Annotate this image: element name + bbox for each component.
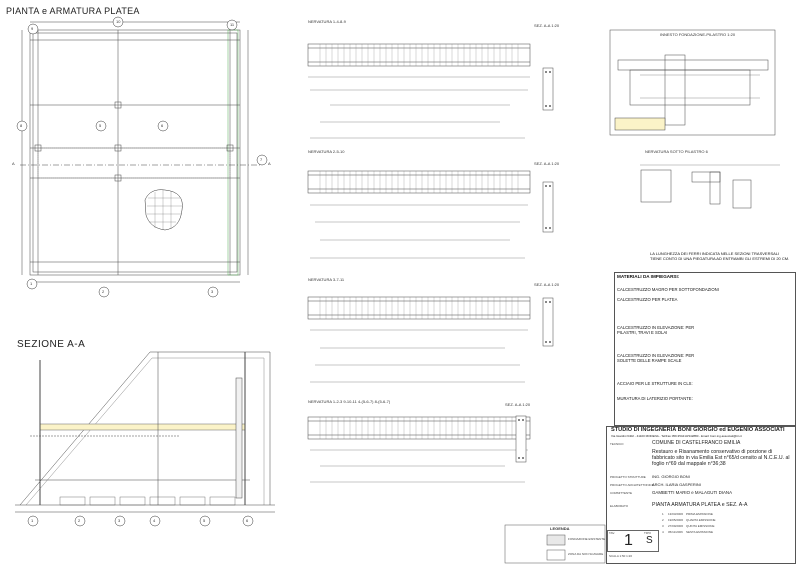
rib-section-2: SEZ. A-A 1:20	[534, 161, 560, 166]
section-bubble-2: 2	[78, 518, 81, 523]
tipo-label: TIPO	[644, 531, 652, 535]
plan-title: PIANTA e ARMATURA PLATEA	[6, 6, 140, 16]
section-title: SEZIONE A-A	[17, 339, 86, 350]
revision-3-desc: QUINTA EMISSIONE	[686, 524, 715, 528]
elaborato-label: ELABORATO	[610, 504, 629, 508]
tav-number: 1	[624, 532, 633, 549]
grid-label-8: 8	[20, 123, 23, 128]
material-item-2: CALCESTRUZZO PER PLATEA	[617, 297, 678, 302]
rib-title-1: NERVATURA 1-4-8-9	[308, 19, 346, 24]
section-bubble-3: 3	[118, 518, 121, 523]
revision-1-date: 13/03/2006	[668, 512, 684, 516]
grid-label-9: 9	[31, 26, 34, 31]
material-item-1: CALCESTRUZZO MAGRO PER SOTTOFONDAZIONI	[617, 287, 719, 292]
section-marker-right: A	[268, 161, 271, 166]
plan-outline	[29, 29, 241, 276]
material-item-4: CALCESTRUZZO IN ELEVAZIONE: PER SOLETTE …	[617, 353, 695, 363]
tav-label: TAV.	[609, 531, 615, 535]
client-label: TECNICO	[610, 442, 624, 446]
legend-existing-foundation: FONDAZIONE ESISTENTE	[568, 537, 606, 541]
rib-section-4: SEZ. A-A 1:20	[505, 402, 531, 407]
project-description: Restauro e Risanamento conservativo di p…	[652, 449, 790, 468]
section-marker-left: A	[12, 161, 15, 166]
client-row-label: COMMITTENTE	[610, 491, 632, 495]
revision-3-date: 27/09/2006	[668, 524, 684, 528]
rib-title-3: NERVATURA 3-7-11	[308, 277, 345, 282]
grid-label-3: 3	[211, 289, 214, 294]
materials-title: MATERIALI DA IMPIEGARSI:	[617, 274, 680, 279]
grid-label-7: 7	[260, 157, 263, 162]
revision-1-n: 1	[662, 512, 664, 516]
architect-label: PROGETTO ARCHITETTONICO	[610, 483, 655, 487]
revision-1-desc: PRIMA EMISSIONE	[686, 512, 713, 516]
grid-label-6: 6	[161, 123, 164, 128]
comune: COMUNE DI CASTELFRANCO EMILIA	[652, 440, 741, 446]
grid-label-11: 11	[230, 22, 235, 27]
section-bubble-6: 6	[246, 518, 249, 523]
rib-section-1: SEZ. A-A 1:20	[534, 23, 560, 28]
title-block	[606, 426, 796, 564]
material-item-5: ACCIAIO PER LE STRUTTURE IN CLS:	[617, 381, 693, 386]
grid-label-5: 5	[99, 123, 102, 128]
section-bubble-5: 5	[203, 518, 206, 523]
revision-3-n: 3	[662, 524, 664, 528]
revision-4-desc: SESTA EMISSIONE	[686, 530, 713, 534]
detail-title: INNESTO FONDAZIONE-PILASTRO 1:20	[660, 32, 736, 37]
architect-value: ARCH. ILARIA GASPERINI	[652, 482, 701, 487]
rib-title-4: NERVATURA 1-2-3 9-10-11 4-(5-6-7) 8-(5-6…	[308, 399, 391, 404]
studio-name: STUDIO DI INGEGNERIA BONI GIORGIO ed EUG…	[611, 427, 785, 433]
rebar-note: LA LUNGHEZZA DEI FERRI INDICATA NELLE SE…	[650, 251, 790, 261]
revision-2-desc: QUARTA EMISSIONE	[686, 518, 716, 522]
tipo-value: S	[646, 535, 653, 546]
grid-label-2: 2	[102, 289, 105, 294]
grid-label-10: 10	[116, 19, 121, 24]
studio-address: Via Giardini 6402 - 41100 MODENA - Tel/F…	[611, 434, 742, 438]
revision-4-n: 4	[662, 530, 664, 534]
revision-2-n: 2	[662, 518, 664, 522]
grid-label-1: 1	[30, 281, 33, 286]
structure-value: ING. GIORGIO BONI	[652, 474, 690, 479]
material-item-6: MURATURA DI LATERIZIO PORTANTE:	[617, 396, 693, 401]
pillar-detail-title: NERVATURA SOTTO PILASTRO 6	[645, 149, 708, 154]
materials-box	[614, 272, 796, 426]
section-bubble-4: 4	[153, 518, 156, 523]
legend-title: LEGENDA	[550, 526, 570, 531]
elaborato: PIANTA ARMATURA PLATEA e SEZ. A-A	[652, 502, 748, 508]
section-bubble-1: 1	[31, 518, 34, 523]
material-item-3: CALCESTRUZZO IN ELEVAZIONE: PER PILASTRI…	[617, 325, 695, 335]
revision-4-date: 05/11/2006	[668, 530, 683, 534]
revision-2-date: 19/05/2006	[668, 518, 684, 522]
rib-section-3: SEZ. A-A 1:20	[534, 282, 560, 287]
rib-title-2: NERVATURA 2-5-10	[308, 149, 345, 154]
client-value: GAMBETTI MARIO e MALAGUTI DIANA	[652, 490, 733, 495]
tav-cell	[607, 530, 659, 552]
structure-label: PROGETTO STRUTTURE	[610, 475, 646, 479]
legend-no-dig-zone: ZONA DA NON SCAVARE	[568, 552, 604, 556]
scale: SCALA 1:50 1:20	[609, 554, 633, 558]
